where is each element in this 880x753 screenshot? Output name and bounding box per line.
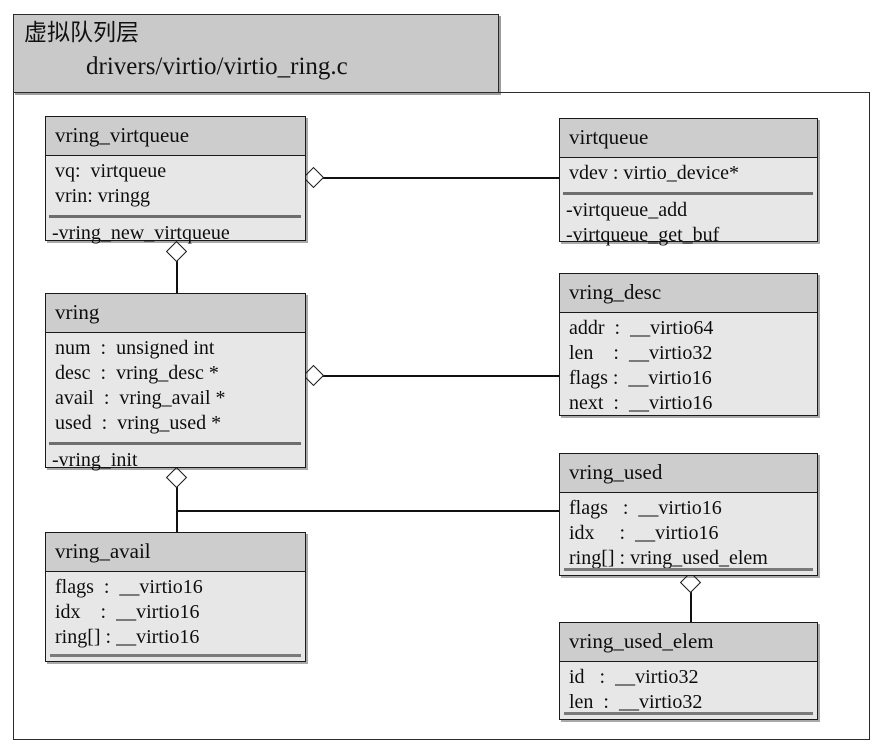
attribute-row: len : __virtio32	[569, 342, 713, 365]
class-name-vring-virtqueue: vring_virtqueue	[46, 117, 305, 157]
attribute-row: flags : __virtio16	[569, 497, 722, 520]
edge-vring-to-vring-used	[176, 510, 560, 512]
attribute-row: vq: virtqueue	[55, 160, 167, 183]
class-attributes-vring-used-elem: id : __virtio32 len : __virtio32	[560, 662, 817, 719]
class-box-vring-virtqueue[interactable]: vring_virtqueue vq: virtqueue vrin: vrin…	[45, 116, 306, 244]
class-box-vring-desc[interactable]: vring_desc addr : __virtio64 len : __vir…	[559, 273, 818, 416]
attribute-row: vrin: vringg	[55, 185, 150, 208]
class-attributes-vring-used: flags : __virtio16 idx : __virtio16 ring…	[560, 493, 817, 575]
compartment-separator-bottom	[564, 568, 813, 571]
operation-row: -vring_init	[52, 449, 138, 472]
attribute-row: len : __virtio32	[569, 691, 703, 714]
attribute-row: desc : vring_desc *	[55, 362, 219, 385]
class-name-vring-used: vring_used	[560, 454, 817, 494]
attribute-row: flags : __virtio16	[569, 367, 712, 390]
class-name-virtqueue: virtqueue	[560, 119, 817, 159]
class-name-vring: vring	[46, 294, 305, 334]
class-attributes-vring: num : unsigned int desc : vring_desc * a…	[46, 333, 305, 440]
compartment-separator-bottom	[50, 654, 301, 657]
layer-title-chinese: 虚拟队列层	[24, 20, 139, 46]
class-box-vring-avail[interactable]: vring_avail flags : __virtio16 idx : __v…	[45, 532, 306, 662]
class-name-vring-used-elem: vring_used_elem	[560, 623, 817, 663]
attribute-row: ring[] : __virtio16	[55, 626, 200, 649]
class-box-virtqueue[interactable]: virtqueue vdev : virtio_device* -virtque…	[559, 118, 818, 246]
compartment-separator	[563, 192, 813, 196]
class-box-vring-used[interactable]: vring_used flags : __virtio16 idx : __vi…	[559, 453, 818, 576]
class-attributes-virtqueue: vdev : virtio_device*	[560, 158, 817, 190]
class-name-vring-desc: vring_desc	[560, 274, 817, 314]
compartment-separator	[49, 215, 301, 219]
attribute-row: avail : vring_avail *	[55, 387, 226, 410]
attribute-row: flags : __virtio16	[55, 576, 203, 599]
class-attributes-vring-virtqueue: vq: virtqueue vrin: vringg	[46, 156, 305, 213]
attribute-row: next : __virtio16	[569, 392, 713, 415]
diagram-outer-frame	[13, 92, 870, 740]
edge-vring-used-to-vring-used-elem	[690, 587, 692, 623]
edge-vring-virtqueue-to-vring	[176, 256, 178, 294]
attribute-row: used : vring_used *	[55, 412, 222, 435]
operation-row: -vring_new_virtqueue	[52, 222, 230, 245]
attribute-row: idx : __virtio16	[55, 601, 200, 624]
class-attributes-vring-desc: addr : __virtio64 len : __virtio32 flags…	[560, 313, 817, 420]
attribute-row: vdev : virtio_device*	[569, 162, 739, 185]
layer-title-block: 虚拟队列层 drivers/virtio/virtio_ring.c	[13, 14, 499, 93]
attribute-row: id : __virtio32	[569, 666, 699, 689]
operation-row: -virtqueue_get_buf	[566, 224, 720, 247]
attribute-row: num : unsigned int	[55, 337, 215, 360]
compartment-separator	[49, 442, 301, 446]
attribute-row: idx : __virtio16	[569, 522, 719, 545]
layer-source-path: drivers/virtio/virtio_ring.c	[86, 53, 348, 80]
class-name-vring-avail: vring_avail	[46, 533, 305, 573]
attribute-row: addr : __virtio64	[569, 317, 714, 340]
class-box-vring-used-elem[interactable]: vring_used_elem id : __virtio32 len : __…	[559, 622, 818, 720]
edge-vring-to-vring-avail	[176, 482, 178, 532]
edge-vring-virtqueue-to-virtqueue	[318, 177, 560, 179]
class-box-vring[interactable]: vring num : unsigned int desc : vring_de…	[45, 293, 306, 471]
class-attributes-vring-avail: flags : __virtio16 idx : __virtio16 ring…	[46, 572, 305, 654]
attribute-row: ring[] : vring_used_elem	[569, 547, 768, 570]
operation-row: -virtqueue_add	[566, 199, 688, 222]
class-operations-virtqueue: -virtqueue_add -virtqueue_get_buf	[560, 197, 817, 252]
edge-vring-to-vring-desc	[318, 375, 560, 377]
class-operations-vring-virtqueue: -vring_new_virtqueue	[46, 220, 305, 250]
class-operations-vring: -vring_init	[46, 447, 305, 477]
compartment-separator-bottom	[564, 712, 813, 715]
